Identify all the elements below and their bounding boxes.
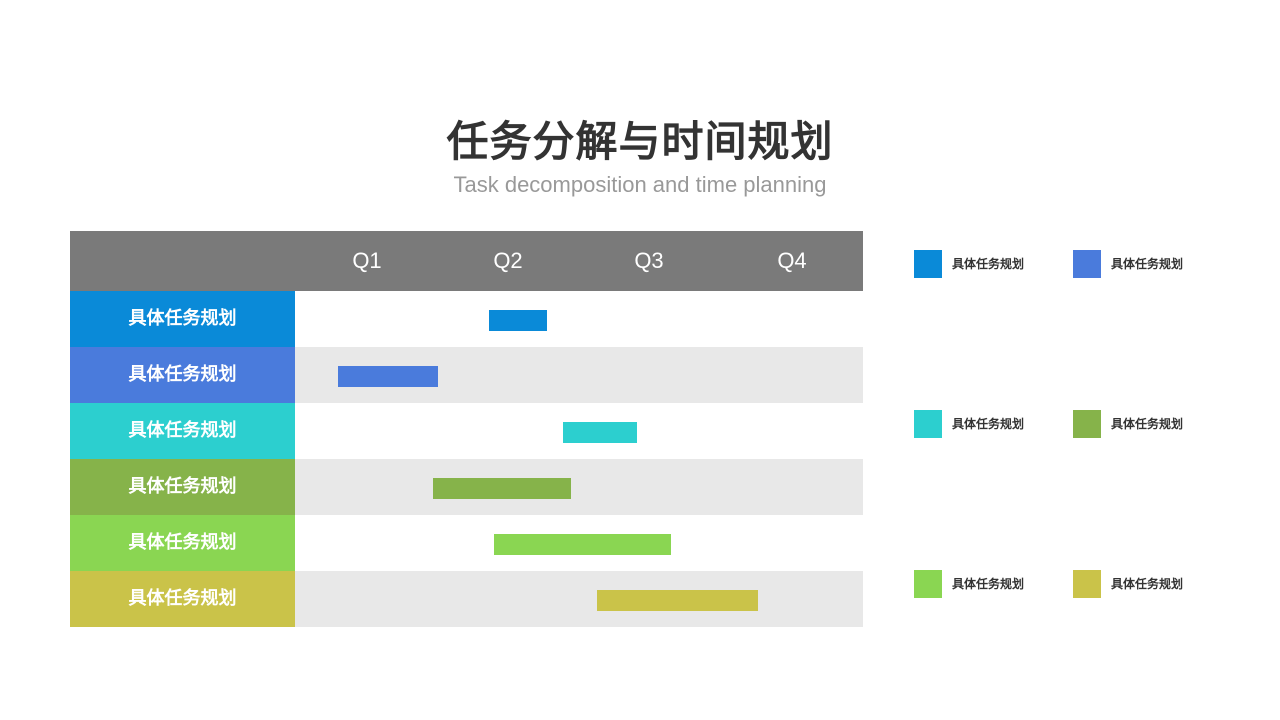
legend-label: 具体任务规划 <box>1111 257 1184 271</box>
task-bar <box>494 534 671 555</box>
task-row: 具体任务规划 <box>70 515 863 571</box>
quarter-label-q2: Q2 <box>493 248 523 273</box>
legend-label: 具体任务规划 <box>952 417 1025 431</box>
task-row: 具体任务规划 <box>70 459 863 515</box>
gantt-rows: 具体任务规划具体任务规划具体任务规划具体任务规划具体任务规划具体任务规划 <box>70 291 863 627</box>
task-row: 具体任务规划 <box>70 291 863 347</box>
page-title: 任务分解与时间规划 <box>446 117 834 166</box>
legend-label: 具体任务规划 <box>1111 417 1184 431</box>
quarter-label-q3: Q3 <box>634 248 664 273</box>
task-label: 具体任务规划 <box>70 515 295 571</box>
task-bar <box>338 366 438 387</box>
task-bar <box>433 478 571 499</box>
legend-label: 具体任务规划 <box>1111 577 1184 591</box>
page-subtitle: Task decomposition and time planning <box>453 172 827 197</box>
task-bar <box>489 310 547 331</box>
task-label: 具体任务规划 <box>70 291 295 347</box>
legend-swatch <box>914 570 942 598</box>
legend-swatch <box>1073 250 1101 278</box>
quarter-label-q4: Q4 <box>777 248 807 273</box>
task-label: 具体任务规划 <box>70 403 295 459</box>
legend-label: 具体任务规划 <box>952 577 1025 591</box>
gantt-table: Q1 Q2 Q3 Q4 具体任务规划具体任务规划具体任务规划具体任务规划具体任务规划具… <box>70 231 863 627</box>
legend-label: 具体任务规划 <box>952 257 1025 271</box>
legend-swatch <box>914 250 942 278</box>
task-label: 具体任务规划 <box>70 571 295 627</box>
task-label: 具体任务规划 <box>70 347 295 403</box>
gantt-header: Q1 Q2 Q3 Q4 <box>70 231 863 291</box>
quarter-label-q1: Q1 <box>352 248 382 273</box>
task-label: 具体任务规划 <box>70 459 295 515</box>
task-bar <box>563 422 637 443</box>
task-row: 具体任务规划 <box>70 571 863 627</box>
legend-swatch <box>1073 570 1101 598</box>
legend-swatch <box>1073 410 1101 438</box>
task-row: 具体任务规划 <box>70 403 863 459</box>
task-bar <box>597 590 758 611</box>
legend-swatch <box>914 410 942 438</box>
task-row: 具体任务规划 <box>70 347 863 403</box>
